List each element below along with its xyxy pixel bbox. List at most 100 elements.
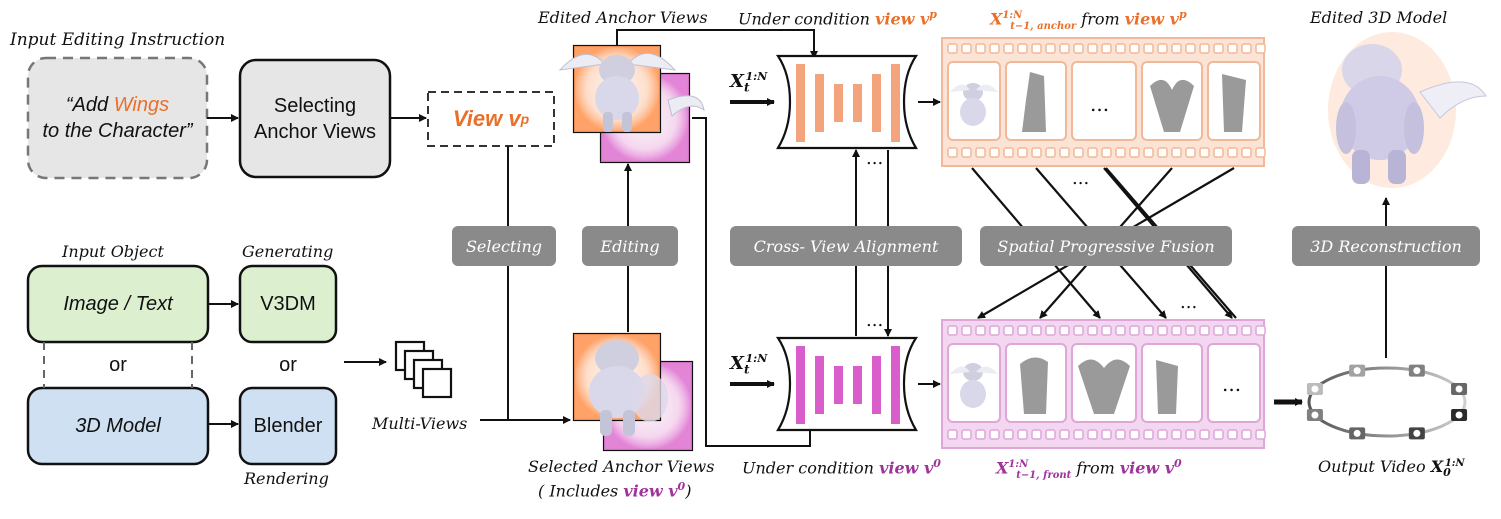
sprocket-hole xyxy=(961,429,972,440)
sprocket-hole xyxy=(1059,325,1070,336)
sprocket-hole xyxy=(975,429,986,440)
ellipsis-fusion-bottom: ... xyxy=(1180,292,1198,313)
sprocket-hole xyxy=(989,325,1000,336)
multi-views-icon xyxy=(394,340,453,399)
xt-top-label: Xt1:N xyxy=(730,70,768,95)
unet-top-bar-5 xyxy=(872,74,881,132)
sprocket-hole xyxy=(947,429,958,440)
sprocket-hole xyxy=(1045,429,1056,440)
blender-label: Blender xyxy=(253,414,323,437)
sprocket-hole xyxy=(1227,43,1238,54)
sprocket-hole xyxy=(1059,43,1070,54)
sprocket-hole xyxy=(1115,43,1126,54)
sprocket-hole xyxy=(1073,147,1084,158)
sprocket-hole xyxy=(1171,429,1182,440)
sprocket-hole xyxy=(1115,325,1126,336)
unet-bot-bar-6 xyxy=(891,346,900,424)
sprocket-hole xyxy=(1129,325,1140,336)
unet-top-bar-6 xyxy=(891,64,900,142)
ellipsis-fusion-top: ... xyxy=(1072,168,1090,189)
sprocket-hole xyxy=(1031,325,1042,336)
sprocket-hole xyxy=(989,147,1000,158)
film-strip-front xyxy=(941,319,1266,449)
camera-lens-icon xyxy=(1353,367,1361,375)
instruction-line-1: “Add Wings xyxy=(65,94,170,116)
sprocket-hole xyxy=(1199,429,1210,440)
instruction-keyword: Wings xyxy=(113,94,170,116)
sprocket-hole xyxy=(961,43,972,54)
unet-bottom xyxy=(775,336,919,432)
ellipsis-bottom-unet: ... xyxy=(866,310,884,331)
unet-top-bar-2 xyxy=(815,74,824,132)
sprocket-hole xyxy=(1087,147,1098,158)
sprocket-hole xyxy=(1087,325,1098,336)
sprocket-hole xyxy=(1101,429,1112,440)
sprocket-hole xyxy=(1157,147,1168,158)
sprocket-hole xyxy=(1185,325,1196,336)
sprocket-hole xyxy=(1129,147,1140,158)
camera-lens-icon xyxy=(1455,411,1463,419)
multi-views-label: Multi-Views xyxy=(372,414,468,433)
xt-bottom-label: Xt1:N xyxy=(730,352,768,377)
sprocket-hole xyxy=(1129,43,1140,54)
sprocket-hole xyxy=(1171,325,1182,336)
instruction-line-2: to the Character” xyxy=(42,120,193,142)
under-condition-bottom: Under condition view v0 xyxy=(742,457,941,478)
sprocket-hole xyxy=(1227,147,1238,158)
sprocket-hole xyxy=(1129,429,1140,440)
under-condition-top: Under condition view vp xyxy=(738,8,937,29)
rendering-label: Rendering xyxy=(244,469,329,488)
stage-cross-view: Cross- View Alignment xyxy=(730,226,962,266)
sprocket-hole xyxy=(1003,429,1014,440)
stage-spatial-fusion: Spatial Progressive Fusion xyxy=(980,226,1232,266)
sprocket-hole xyxy=(1171,147,1182,158)
v3dm-box xyxy=(238,264,338,344)
sprocket-hole xyxy=(1241,325,1252,336)
input-instruction-label: Input Editing Instruction xyxy=(10,30,226,50)
sprocket-hole xyxy=(1115,429,1126,440)
camera-lens-icon xyxy=(1413,367,1421,375)
sprocket-hole xyxy=(1045,43,1056,54)
sprocket-hole xyxy=(1087,43,1098,54)
camera-ring xyxy=(1306,364,1468,440)
unet-top-bar-1 xyxy=(796,64,805,142)
selected-anchor-views xyxy=(572,332,694,452)
sprocket-hole xyxy=(1241,43,1252,54)
camera-lens-icon xyxy=(1413,429,1421,437)
generating-label: Generating xyxy=(242,242,334,261)
camera-lens-icon xyxy=(1311,385,1319,393)
sprocket-hole xyxy=(1031,147,1042,158)
sprocket-hole xyxy=(1017,325,1028,336)
edited-anchor-label: Edited Anchor Views xyxy=(538,8,708,27)
sprocket-hole xyxy=(1199,325,1210,336)
sprocket-hole xyxy=(1157,43,1168,54)
sprocket-hole xyxy=(1101,325,1112,336)
sprocket-hole xyxy=(1073,325,1084,336)
ellipsis-top-strip: ... xyxy=(1090,92,1110,116)
input-object-label: Input Object xyxy=(62,242,164,261)
sprocket-hole xyxy=(947,43,958,54)
sprocket-hole xyxy=(1255,147,1266,158)
sprocket-hole xyxy=(1045,325,1056,336)
sprocket-hole xyxy=(1157,429,1168,440)
output-video-label: Output Video X01:N xyxy=(1318,457,1465,480)
unet-top xyxy=(775,54,919,150)
sprocket-hole xyxy=(1031,43,1042,54)
sprocket-hole xyxy=(1199,43,1210,54)
unet-bot-bar-1 xyxy=(796,346,805,424)
camera-lens-icon xyxy=(1311,411,1319,419)
camera-lens-icon xyxy=(1455,385,1463,393)
stage-editing: Editing xyxy=(582,226,678,266)
sprocket-hole xyxy=(1143,43,1154,54)
sprocket-hole xyxy=(1017,43,1028,54)
sprocket-hole xyxy=(1185,147,1196,158)
film-strip-anchor xyxy=(941,37,1266,167)
stage-reconstruction: 3D Reconstruction xyxy=(1292,226,1480,266)
blender-box xyxy=(238,386,338,466)
selecting-anchor-text: Selecting Anchor Views xyxy=(254,94,376,143)
sprocket-hole xyxy=(1227,325,1238,336)
connector-selected-to-unet xyxy=(692,117,814,447)
view-vp-box xyxy=(427,91,555,147)
sprocket-hole xyxy=(989,43,1000,54)
